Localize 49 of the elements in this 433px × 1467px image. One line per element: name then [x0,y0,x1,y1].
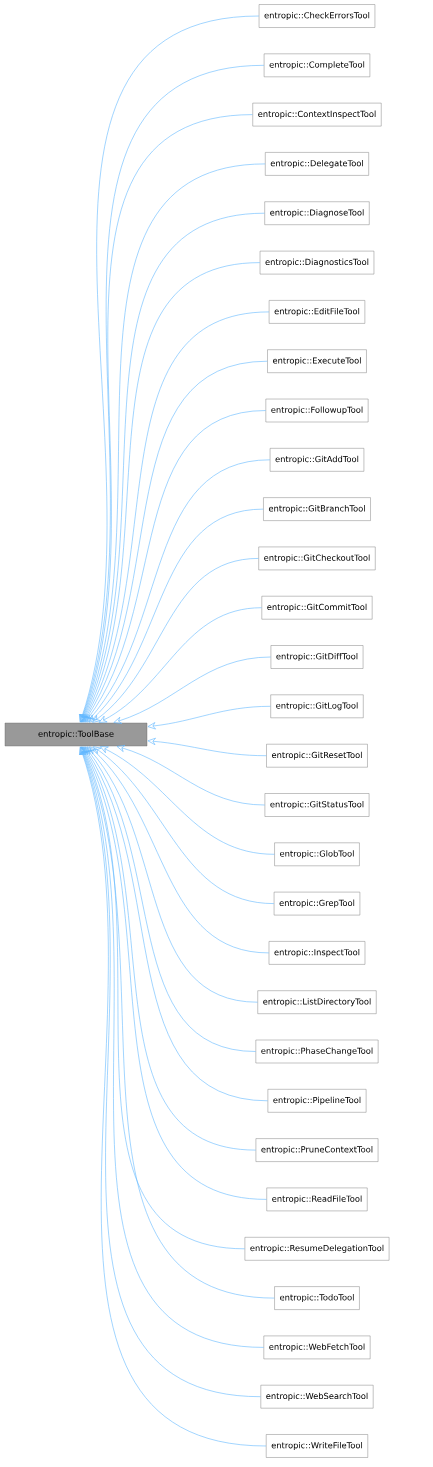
class-box: entropic::CompleteTool [263,53,371,77]
class-box: entropic::ReadFileTool [266,1187,368,1212]
arrow [82,746,256,1151]
arrow [98,607,262,723]
class-box: entropic::GitStatusTool [264,793,370,817]
class-box: entropic::ListDirectoryTool [257,990,377,1014]
arrow [113,656,271,724]
arrow [81,746,245,1250]
arrow [147,706,271,730]
class-box: entropic::PhaseChangeTool [255,1039,379,1064]
arrow [147,737,267,756]
class-box: entropic::DiagnosticsTool [259,250,375,275]
class-box: entropic::DiagnoseTool [264,201,370,225]
class-box: entropic::GitCheckoutTool [258,546,376,571]
class-box: entropic::GitBranchTool [263,497,371,521]
arrow [85,746,256,1052]
arrow [100,746,275,855]
class-box: entropic::WriteFileTool [266,1434,368,1458]
arrow [116,745,265,806]
arrow [92,746,275,904]
arrow [88,508,264,723]
class-box: entropic::PruneContextTool [255,1138,379,1162]
class-box: entropic::DelegateTool [265,152,369,176]
class-box: entropic::FollowupTool [265,398,369,423]
class-box: entropic::ToolBase [4,722,148,747]
class-box: entropic::GitLogTool [270,694,364,718]
class-box: entropic::EditFileTool [268,300,366,324]
class-box: entropic::WebSearchTool [260,1385,374,1409]
class-box: entropic::GlobTool [274,842,360,866]
arrow [89,746,270,954]
arrow [86,459,271,723]
class-box: entropic::PipelineTool [267,1089,367,1113]
class-box: entropic::TodoTool [274,1286,360,1310]
arrow [83,746,268,1102]
class-box: entropic::InspectTool [268,941,366,965]
arrow [82,746,267,1200]
class-box: entropic::CheckErrorsTool [258,4,376,28]
class-box: entropic::GrepTool [273,891,361,916]
class-box: entropic::ResumeDelegationTool [244,1237,390,1261]
class-box: entropic::GitCommitTool [261,596,373,620]
class-box: entropic::ExecuteTool [267,349,367,373]
class-box: entropic::WebFetchTool [263,1335,371,1360]
class-box: entropic::ContextInspectTool [252,102,382,127]
arrow [84,410,266,723]
class-box: entropic::GitDiffTool [270,645,364,669]
class-box: entropic::GitResetTool [266,744,368,768]
arrow [92,558,259,723]
class-box: entropic::GitAddTool [269,448,365,472]
arrow [86,746,258,1003]
